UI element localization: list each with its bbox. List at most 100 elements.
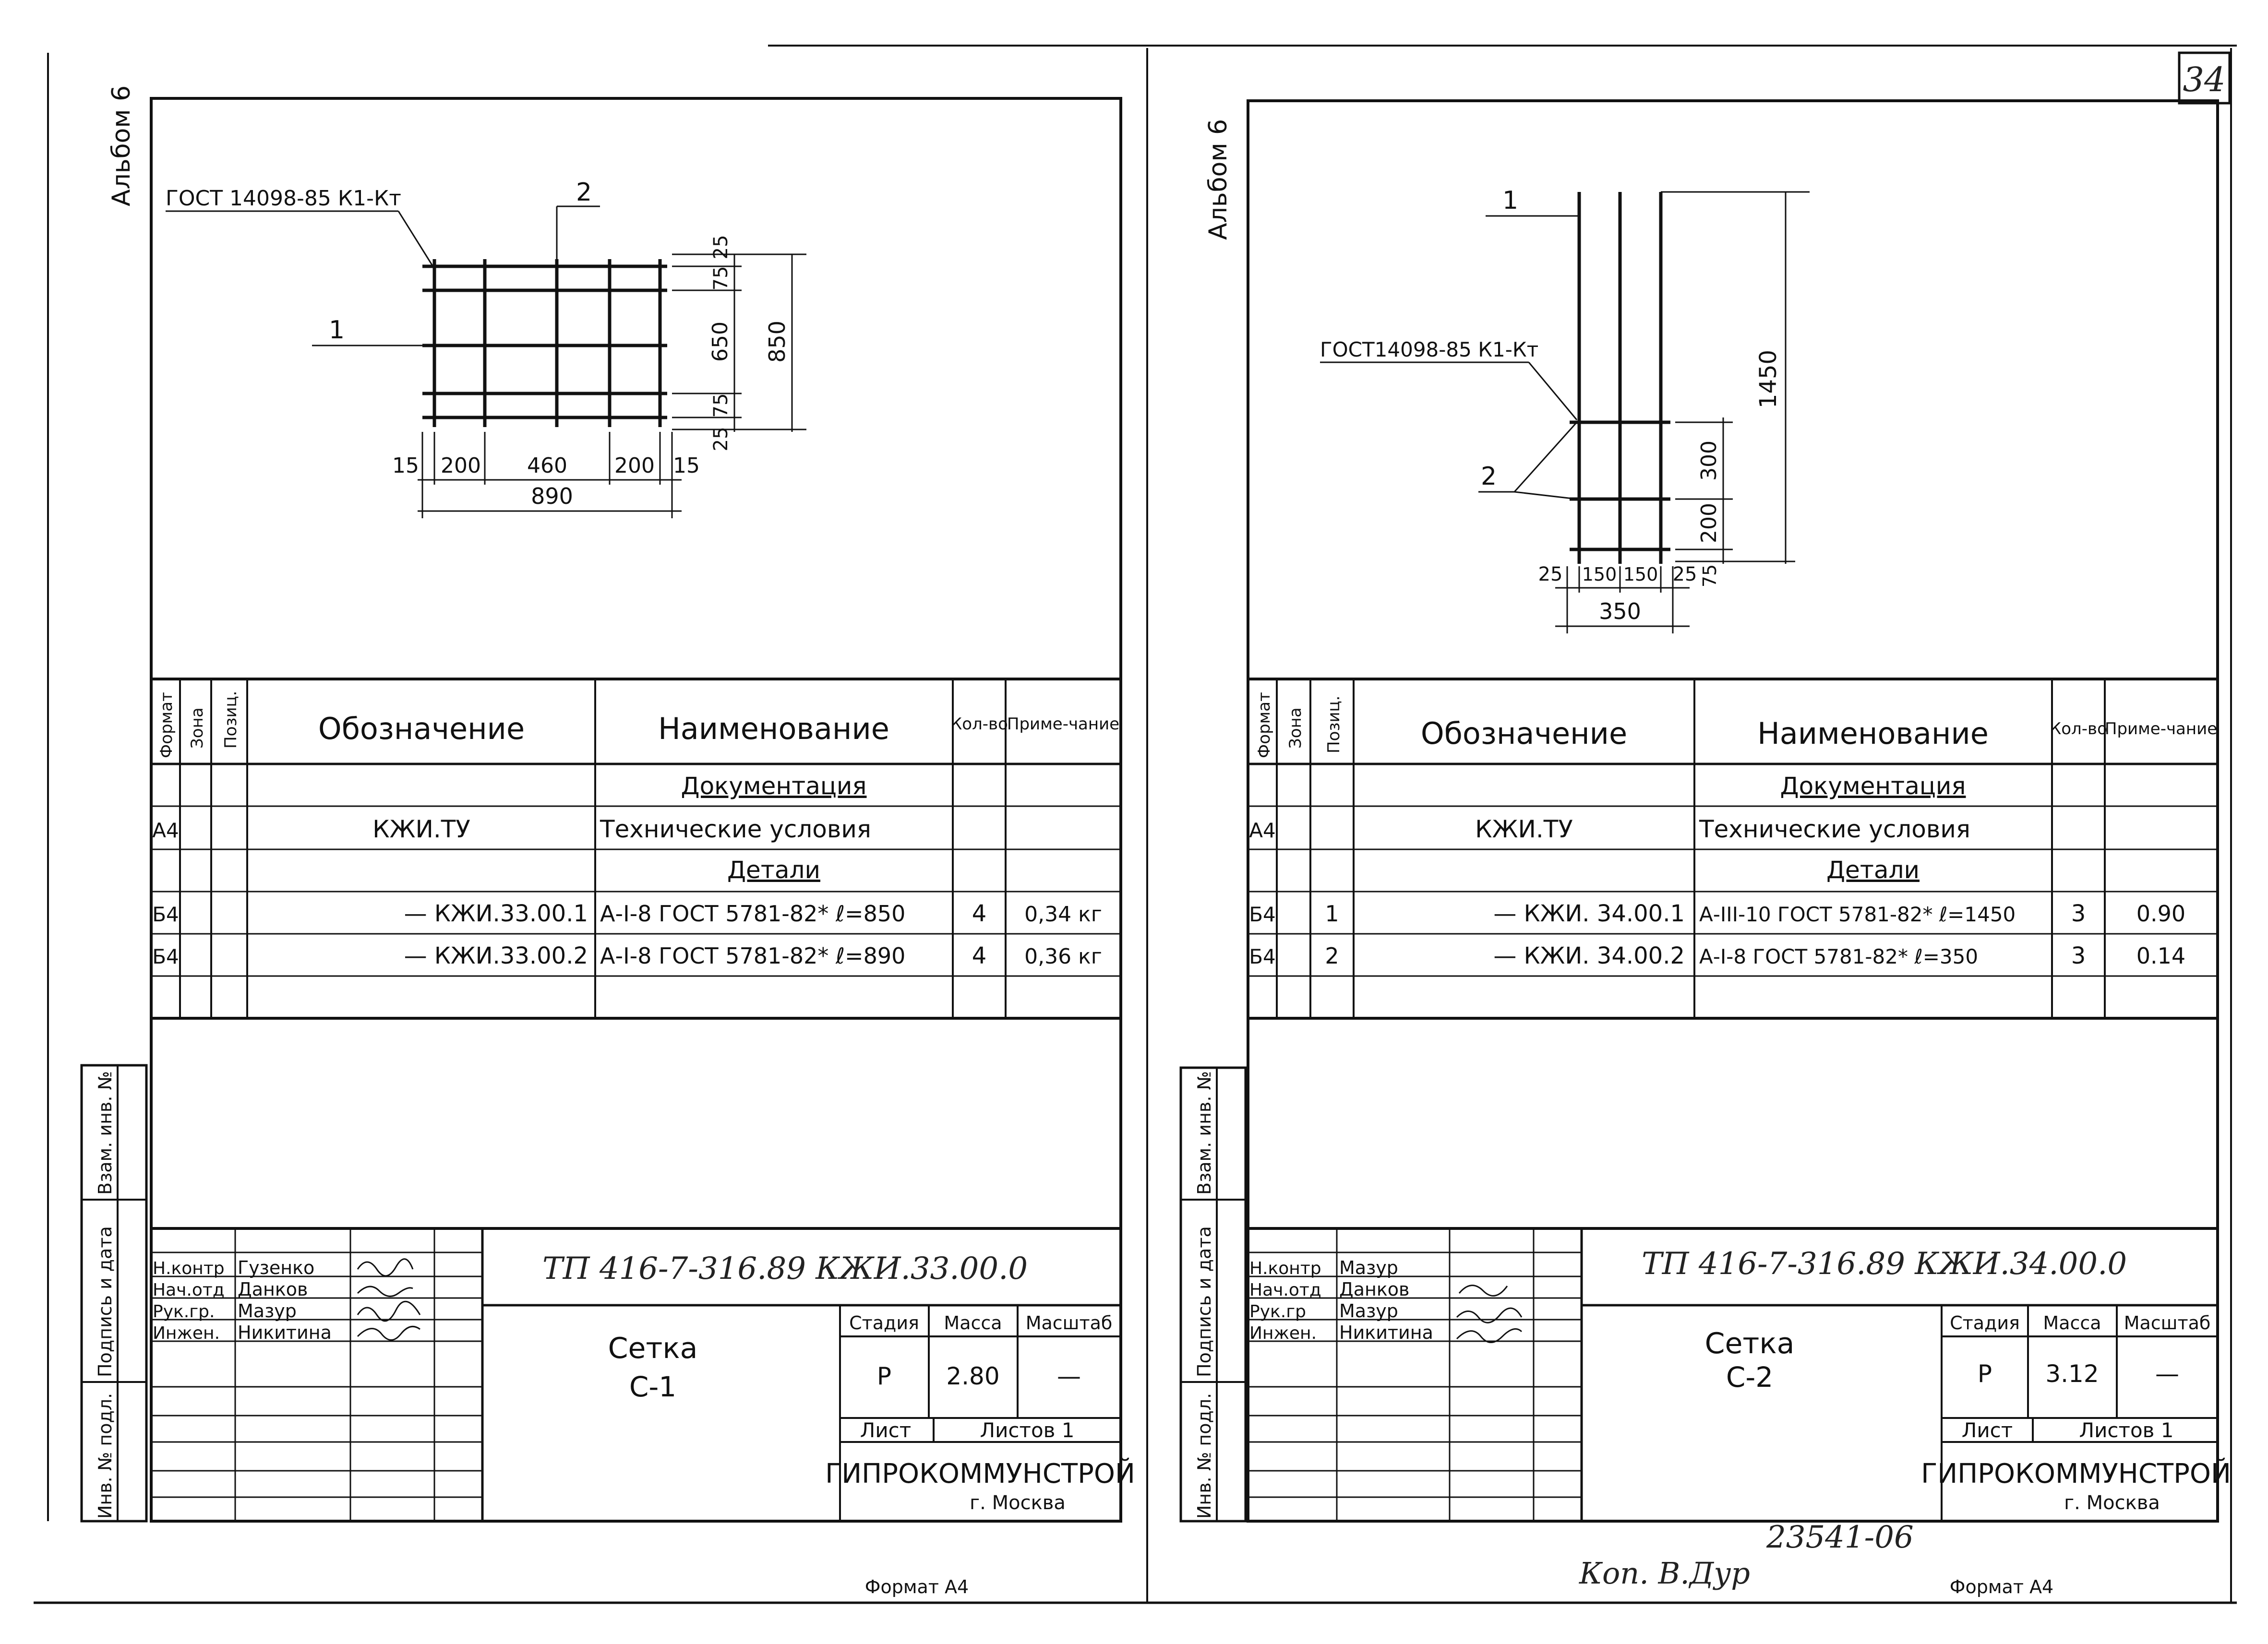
signature-4-r (1456, 1328, 1523, 1343)
row2-qty: 4 (972, 900, 987, 927)
role-4: Инжен. (153, 1323, 220, 1343)
city-r: г. Москва (2064, 1492, 2160, 1514)
side-inv-no-r: Инв. № подл. (1194, 1393, 1215, 1519)
dim-460: 460 (527, 453, 567, 478)
h-mass-r: Масса (2043, 1312, 2101, 1334)
leader-pos2-right-b (1514, 491, 1577, 500)
frame-right (1247, 99, 2219, 1523)
r-row3-note: 0.14 (2136, 943, 2185, 969)
pos2-label-left: 2 (576, 178, 592, 207)
side-strip-left: Инв. № подл. Подпись и дата Взам. инв. № (80, 1064, 148, 1523)
signature-3-r (1456, 1307, 1523, 1323)
dim-200-b: 200 (614, 453, 655, 478)
dim-r-150-a: 150 (1582, 564, 1617, 585)
sheet-label: Лист (860, 1418, 911, 1442)
title-line-1: Сетка (608, 1332, 698, 1365)
city: г. Москва (970, 1492, 1066, 1514)
sheets-count: Листов 1 (980, 1418, 1075, 1442)
sheet-right: Альбом 6 1 ГОСТ14098-85 К1-Кт 2 (1179, 99, 2231, 1597)
col-zone-r: Зона (1286, 707, 1305, 749)
row3-qty: 4 (972, 942, 987, 969)
row2-note: 0,34 кг (1024, 902, 1102, 927)
col-note-r: Приме-чание (2105, 719, 2217, 739)
name-1: Гузенко (238, 1257, 314, 1278)
dim-r-300: 300 (1697, 441, 1721, 481)
name-3: Мазур (238, 1300, 297, 1322)
r-row3-designation: — КЖИ. 34.00.2 (1493, 942, 1685, 969)
col-format: Формат (157, 692, 176, 758)
scale-value: — (1057, 1362, 1081, 1390)
format-label-left: Формат А4 (865, 1576, 969, 1597)
row1-name: Технические условия (600, 815, 871, 843)
role-2: Нач.отд (153, 1280, 225, 1300)
pos2-label-right: 2 (1481, 462, 1497, 491)
mesh-drawing-left: ГОСТ 14098-85 К1-Кт 2 1 (166, 178, 806, 518)
scale-value-r: — (2155, 1360, 2179, 1388)
dim-side-650: 650 (708, 322, 732, 362)
album-label-right: Альбом 6 (1204, 119, 1233, 240)
section-docs-r: Документация (1780, 772, 1966, 800)
col-pos: Позиц. (221, 691, 240, 749)
h-mass: Масса (944, 1312, 1002, 1334)
section-docs: Документация (681, 772, 867, 800)
signature-3 (357, 1300, 421, 1322)
col-pos-r: Позиц. (1324, 696, 1344, 754)
dim-r-75: 75 (1699, 564, 1720, 587)
mesh-drawing-right: 1 ГОСТ14098-85 К1-Кт 2 25 150 150 25 350 (1320, 186, 1810, 633)
r-row2-pos: 1 (1325, 901, 1339, 927)
page-number-box (2178, 51, 2231, 105)
title-block-right: Н.контр Нач.отд Рук.гр Инжен. Мазур Данк… (1248, 1227, 2231, 1521)
col-name: Наименование (658, 711, 889, 746)
leader-pos2-right-a (1513, 421, 1578, 493)
section-parts-r: Детали (1826, 856, 1920, 884)
r-row1-designation: КЖИ.ТУ (1475, 815, 1573, 843)
row1-designation: КЖИ.ТУ (372, 815, 470, 843)
mass-value: 2.80 (946, 1362, 999, 1390)
gost-note-left: ГОСТ 14098-85 К1-Кт (166, 186, 401, 211)
row3-designation: — КЖИ.33.00.2 (404, 942, 588, 969)
side-replace-inv-r: Взам. инв. № (1194, 1071, 1215, 1195)
side-strip-right: Инв. № подл. Подпись и дата Взам. инв. № (1179, 1066, 1247, 1523)
dim-side-850: 850 (764, 321, 790, 363)
dim-200-a: 200 (441, 453, 481, 478)
dim-left-15: 15 (392, 453, 419, 478)
title-line-2-r: С-2 (1726, 1361, 1773, 1394)
col-note: Приме-чание (1007, 715, 1119, 734)
dim-r-1450: 1450 (1755, 350, 1782, 408)
name-3-r: Мазур (1339, 1300, 1398, 1322)
sheet-label-r: Лист (1962, 1418, 2013, 1442)
organization-r: ГИПРОКОММУНСТРОЙ (1921, 1458, 2231, 1489)
r-row3-qty: 3 (2071, 942, 2086, 969)
col-format-r: Формат (1255, 692, 1274, 758)
r-row2-format: Б4 (1249, 903, 1276, 926)
signature-2 (357, 1286, 413, 1297)
doc-code-r: ТП 416-7-316.89 КЖИ.34.00.0 (1642, 1246, 2127, 1282)
dim-r-150-b: 150 (1623, 564, 1658, 585)
role-4-r: Инжен. (1249, 1323, 1317, 1343)
title-block-left: Н.контр Нач.отд Рук.гр. Инжен. Гузенко Д… (151, 1227, 1135, 1521)
title-line-2: С-1 (629, 1370, 676, 1403)
role-1: Н.контр (153, 1259, 225, 1278)
role-3: Рук.гр. (153, 1302, 215, 1322)
col-qty: Кол-во (950, 715, 1008, 734)
name-2: Данков (238, 1279, 308, 1300)
section-parts: Детали (727, 856, 820, 884)
signature-2-r (1458, 1285, 1508, 1297)
role-3-r: Рук.гр (1249, 1302, 1306, 1322)
pos1-label-left: 1 (329, 316, 345, 345)
organization: ГИПРОКОММУНСТРОЙ (825, 1458, 1135, 1489)
dim-r-200: 200 (1697, 503, 1721, 543)
dim-side-25-a: 25 (710, 235, 732, 260)
side-sign-date: Подпись и дата (95, 1226, 116, 1377)
pos1-label-right: 1 (1502, 186, 1518, 215)
row1-format: А4 (152, 819, 179, 842)
h-scale-r: Масштаб (2124, 1312, 2211, 1334)
role-2-r: Нач.отд (1249, 1280, 1321, 1300)
dim-right-15: 15 (673, 453, 700, 478)
leader-gost-left-tail (397, 211, 435, 269)
page-number: 34 (2183, 60, 2225, 99)
col-qty-r: Кол-во (2050, 719, 2107, 739)
dim-r-25-b: 25 (1673, 563, 1697, 585)
spec-table-left: Формат Зона Позиц. Обозначение Наименова… (151, 678, 1121, 1020)
col-name-r: Наименование (1757, 716, 1989, 751)
